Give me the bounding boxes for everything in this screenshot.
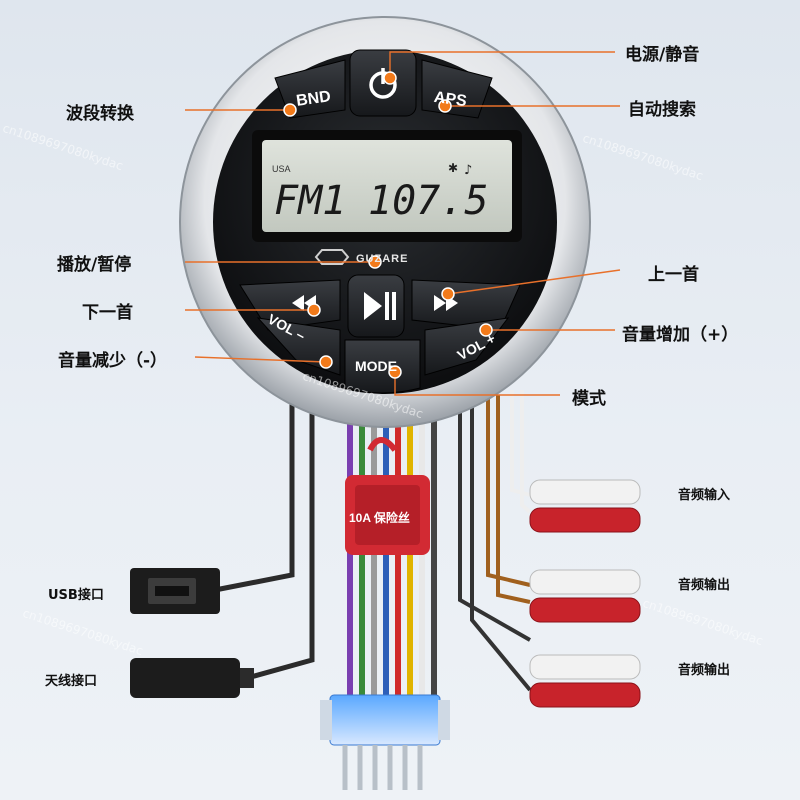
usb-cable: [214, 400, 295, 593]
label-mode: 模式: [572, 389, 606, 409]
label-power-mute: 电源/静音: [625, 45, 700, 65]
brand-name: GUZARE: [356, 253, 408, 265]
label-next-track: 上一首: [648, 265, 699, 285]
button-mode[interactable]: [344, 339, 421, 394]
bluetooth-icon: ✱: [448, 161, 458, 175]
antenna-cable: [239, 400, 315, 683]
button-bnd[interactable]: [274, 59, 346, 119]
label-antenna-port: 天线接口: [45, 674, 98, 689]
label-band-switch: 波段转换: [66, 104, 134, 124]
wire-harness: [347, 417, 437, 703]
label-audio-in: 音频输入: [678, 488, 731, 503]
aps-label: APS: [433, 89, 468, 110]
label-usb-port: USB接口: [48, 588, 104, 603]
lcd-band: FM1: [274, 178, 346, 224]
brand-logo: [314, 249, 350, 265]
label-prev-track: 下一首: [82, 303, 133, 323]
rca-plugs: [529, 479, 641, 708]
rca-cables: [458, 390, 532, 692]
callout-dots: [283, 71, 493, 379]
harness-connector: [320, 694, 450, 790]
lcd-frequency: 107.5: [368, 178, 488, 224]
usb-port: [130, 568, 220, 614]
fuse-label: 10A 保险丝: [349, 510, 410, 525]
leader-lines: [185, 51, 621, 396]
label-vol-up: 音量增加（+）: [622, 325, 739, 345]
label-vol-down: 音量减少（-）: [58, 351, 168, 371]
antenna-port: [130, 658, 254, 698]
fuse-holder: [345, 437, 430, 555]
label-auto-search: 自动搜索: [628, 100, 696, 120]
mode-label: MODE: [355, 358, 397, 374]
label-audio-out-2: 音频输出: [678, 663, 731, 678]
button-play-pause[interactable]: [347, 274, 405, 338]
label-play-pause: 播放/暂停: [57, 255, 132, 275]
lcd-region: USA: [272, 164, 291, 174]
bnd-label: BND: [295, 88, 332, 110]
button-power[interactable]: [349, 49, 417, 117]
label-audio-out-1: 音频输出: [678, 578, 731, 593]
music-note-icon: ♪: [464, 163, 472, 178]
